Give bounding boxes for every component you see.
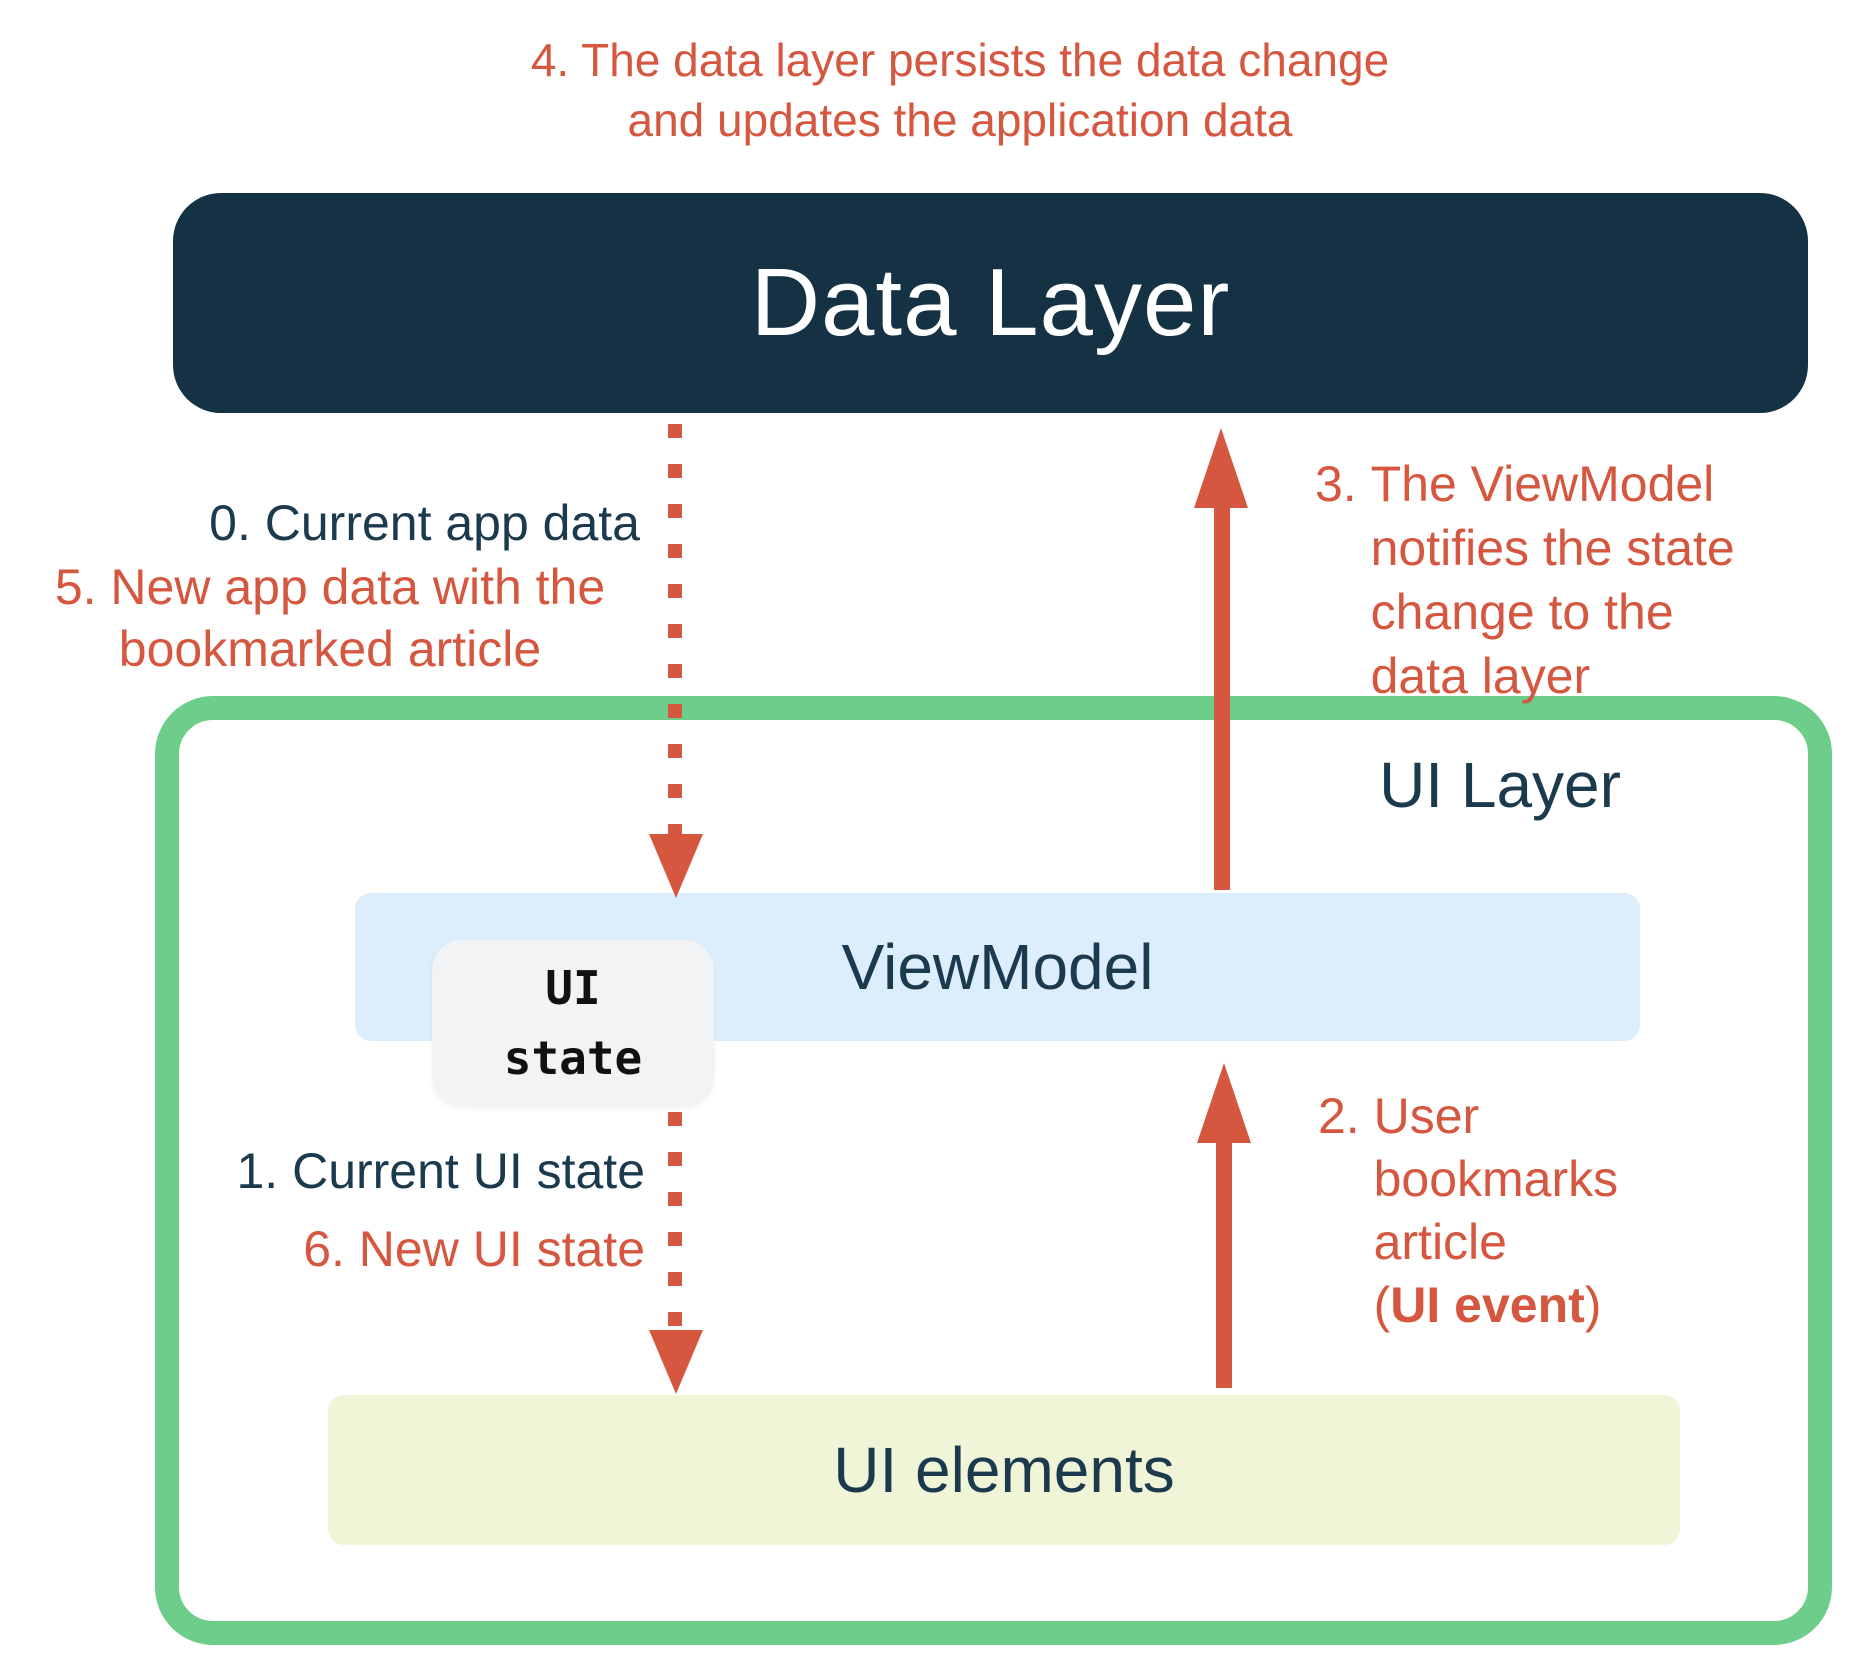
ui-elements-title: UI elements [833,1434,1175,1506]
step2-number: 2. [1318,1088,1374,1144]
step2-label: 2. User bookmarks article (UI event) [1318,1085,1618,1337]
step3-label: 3. The ViewModel notifies the state chan… [1315,452,1735,708]
step5-label-line2: bookmarked article [118,621,542,677]
step3-number: 3. [1315,456,1371,512]
solid-arrow-ui-to-viewmodel [1216,1140,1232,1388]
arrowhead-down-icon [649,1330,703,1394]
data-layer-title: Data Layer [750,249,1231,356]
step1-label: 1. Current UI state [236,1143,646,1199]
data-layer-box: Data Layer [173,193,1808,413]
step5-label: 5. New app data with the bookmarked arti… [0,556,660,680]
step2-line4: (UI event) [1374,1274,1619,1337]
step2-event-text: UI event [1390,1277,1585,1333]
ui-state-chip: UI state [432,940,714,1106]
ui-state-chip-line2: state [503,1031,643,1085]
step2-event-open: ( [1373,1277,1391,1333]
ui-layer-title: UI Layer [1379,749,1621,821]
arrowhead-down-icon [649,834,703,898]
ui-elements-box: UI elements [328,1395,1680,1545]
step6-label: 6. New UI state [303,1221,645,1277]
step3-line4: data layer [1370,648,1591,704]
viewmodel-title: ViewModel [841,931,1154,1003]
step4-caption-line1: 4. The data layer persists the data chan… [530,34,1390,86]
solid-arrow-viewmodel-to-data [1214,505,1230,890]
step5-label-line1: 5. New app data with the [54,559,606,615]
step2-line3: article [1373,1214,1507,1270]
step4-caption-line2: and updates the application data [627,94,1293,146]
ui-state-chip-line1: UI [545,961,601,1015]
step3-line3: change to the [1370,584,1674,640]
step4-caption: 4. The data layer persists the data chan… [250,30,1670,150]
step3-line2: notifies the state [1370,520,1735,576]
step2-line2: bookmarks [1373,1151,1619,1207]
step0-label: 0. Current app data [209,495,640,551]
arrowhead-up-icon [1197,1063,1251,1143]
step2-line1: User [1373,1088,1480,1144]
dotted-arrow-viewmodel-to-ui [668,1112,682,1330]
step3-line1: The ViewModel [1370,456,1715,512]
arrowhead-up-icon [1194,428,1248,508]
dotted-arrow-data-to-viewmodel [668,424,682,834]
step2-event-close: ) [1584,1277,1602,1333]
